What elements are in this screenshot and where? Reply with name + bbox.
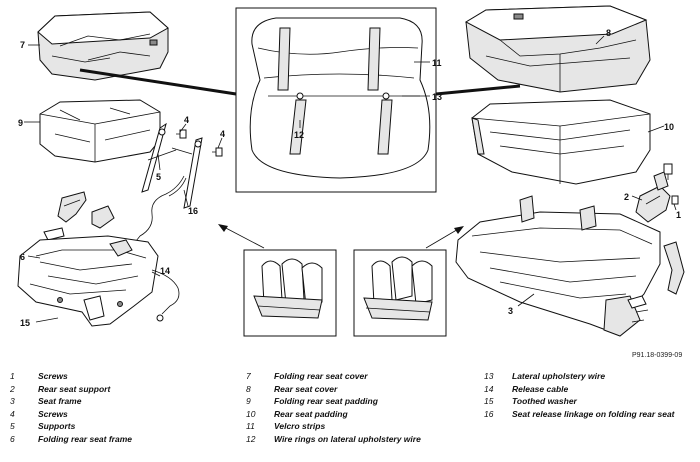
legend-item-number: 5 — [10, 421, 15, 431]
legend-item: 1 Screws — [10, 372, 220, 385]
seat-frame — [455, 195, 685, 337]
folding-rear-seat-cover — [37, 11, 169, 81]
legend-item-text: Folding rear seat cover — [274, 371, 368, 381]
figure-reference: P91.18-0399-09 — [632, 352, 683, 359]
legend-item-text: Release cable — [512, 383, 569, 394]
legend-item-text: Toothed washer — [512, 396, 577, 406]
callout-5: 5 — [156, 172, 161, 182]
callout-16: 16 — [188, 206, 198, 216]
legend-item: 13 Lateral upholstery wire — [484, 372, 694, 385]
callout-9: 9 — [18, 118, 23, 128]
callout-labels: 7 9 4 4 5 16 6 14 15 11 13 12 8 10 1 2 3 — [18, 28, 681, 328]
seat-release-linkage — [131, 175, 187, 247]
legend-item-number: 8 — [246, 383, 251, 394]
legend-item: 10 Rear seat padding — [246, 408, 466, 423]
legend-item-text: Screws — [38, 408, 68, 419]
callout-15: 15 — [20, 318, 30, 328]
callout-2: 2 — [624, 192, 629, 202]
left-brackets — [43, 191, 115, 241]
legend-item-number: 15 — [484, 396, 494, 406]
legend-item: 8 Rear seat cover — [246, 383, 466, 398]
exploded-seat-diagram: 7 9 4 4 5 16 6 14 15 11 13 12 8 10 1 2 3 — [17, 5, 685, 337]
legend-item-number: 3 — [10, 396, 15, 406]
legend-item-number: 12 — [246, 433, 256, 444]
legend-item: 4 Screws — [10, 408, 220, 423]
folding-rear-seat-frame — [17, 235, 159, 327]
legend-item: 11 Velcro strips — [246, 422, 466, 435]
legend-item: 14 Release cable — [484, 383, 694, 398]
right-brackets — [635, 163, 679, 223]
legend-item-number: 14 — [484, 383, 494, 394]
callout-8: 8 — [606, 28, 611, 38]
legend-item: 2 Rear seat support — [10, 383, 220, 398]
legend-item-text: Folding rear seat frame — [38, 433, 133, 444]
legend-item-number: 9 — [246, 396, 251, 406]
release-cable — [151, 269, 180, 322]
callout-1: 1 — [676, 210, 681, 220]
callout-4b: 4 — [220, 129, 225, 139]
callout-14: 14 — [160, 266, 170, 276]
legend-item: 9 Folding rear seat padding — [246, 397, 466, 410]
cover-detail-inset — [235, 7, 437, 193]
seat-thumbnail-left — [243, 249, 337, 337]
legend-item: 12 Wire rings on lateral upholstery wire — [246, 433, 466, 455]
legend-item-text: Seat release linkage on folding rear sea… — [512, 408, 675, 419]
legend-item-text: Rear seat support — [38, 383, 111, 394]
legend-item-text: Folding rear seat padding — [274, 396, 378, 406]
legend-item-text: Screws — [38, 371, 68, 381]
folding-rear-seat-padding — [39, 99, 161, 163]
leader-lines — [24, 35, 677, 323]
legend-item-number: 10 — [246, 408, 256, 419]
supports — [141, 122, 223, 209]
legend-item-text: Seat frame — [38, 396, 82, 406]
legend-item-number: 4 — [10, 408, 15, 419]
legend-item: 5 Supports — [10, 422, 220, 435]
legend-item: 16 Seat release linkage on folding rear s… — [484, 408, 694, 430]
rear-seat-padding — [471, 99, 651, 185]
legend-item: 3 Seat frame — [10, 397, 220, 410]
legend-item-text: Rear seat cover — [274, 383, 338, 394]
callout-6: 6 — [20, 252, 25, 262]
callout-10: 10 — [664, 122, 674, 132]
legend-item-number: 13 — [484, 371, 494, 381]
callout-11: 11 — [432, 58, 442, 68]
callout-7: 7 — [20, 40, 25, 50]
legend-item: 15 Toothed washer — [484, 397, 694, 410]
legend-item-number: 6 — [10, 433, 15, 444]
legend-item-number: 16 — [484, 408, 494, 419]
rear-seat-cover — [464, 5, 651, 93]
inset-connectors — [79, 68, 521, 96]
callout-3: 3 — [508, 306, 513, 316]
legend-item: 6 Folding rear seat frame — [10, 433, 220, 448]
callout-13: 13 — [432, 92, 442, 102]
legend-item-text: Lateral upholstery wire — [512, 371, 606, 381]
legend-item-number: 1 — [10, 371, 15, 381]
callout-12: 12 — [294, 130, 304, 140]
legend-item-number: 2 — [10, 383, 15, 394]
legend-column-3: 13 Lateral upholstery wire 14 Release cable… — [484, 372, 694, 430]
legend-item-number: 11 — [246, 421, 255, 431]
legend-item-text: Supports — [38, 421, 76, 431]
thumbnail-arrows — [218, 224, 464, 249]
legend-column-2: 7 Folding rear seat cover 8 Rear seat cover… — [246, 372, 466, 455]
legend-item-number: 7 — [246, 371, 251, 381]
seat-thumbnail-right — [353, 249, 447, 337]
callout-4a: 4 — [184, 115, 189, 125]
legend-item-text: Velcro strips — [274, 421, 326, 431]
legend-item: 7 Folding rear seat cover — [246, 372, 466, 385]
legend-item-text: Rear seat padding — [274, 408, 348, 419]
legend-item-text: Wire rings on lateral upholstery wire — [274, 433, 421, 444]
